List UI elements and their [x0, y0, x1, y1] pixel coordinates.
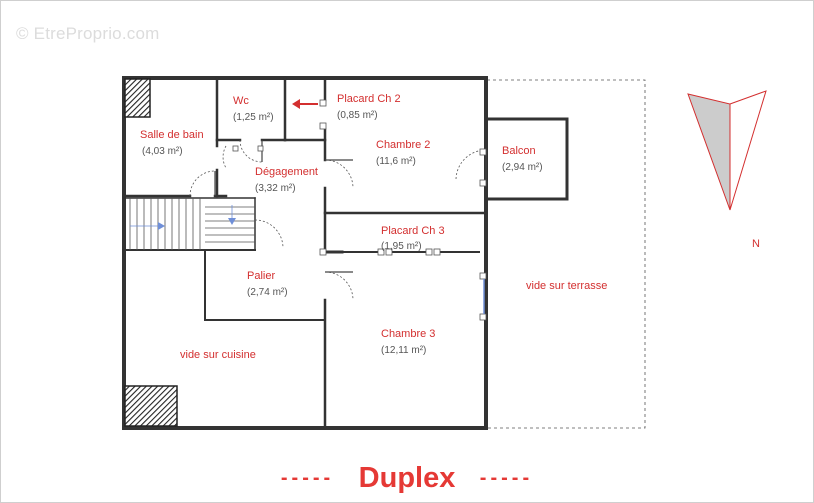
- room-name-placard-ch2: Placard Ch 2: [337, 93, 401, 105]
- title-text: Duplex: [358, 462, 456, 494]
- red-arrow: [292, 99, 318, 109]
- room-area-placard-ch3: (1,95 m²): [381, 241, 422, 252]
- room-name-palier: Palier: [247, 270, 275, 282]
- room-area-chambre-2: (11,6 m²): [376, 156, 416, 167]
- room-name-salle-de-bain: Salle de bain: [140, 129, 204, 141]
- column-bottom-left: [124, 385, 178, 427]
- room-area-degagement: (3,32 m²): [255, 183, 296, 194]
- staircase: [129, 198, 255, 250]
- watermark: © EtreProprio.com: [16, 24, 160, 43]
- room-area-palier: (2,74 m²): [247, 287, 288, 298]
- plan-title: ----- Duplex -----: [0, 462, 814, 495]
- void-label-terrasse: vide sur terrasse: [526, 280, 607, 292]
- north-label: N: [752, 238, 760, 250]
- room-name-chambre-3: Chambre 3: [381, 328, 435, 340]
- room-name-balcon: Balcon: [502, 145, 536, 157]
- walls: [122, 76, 569, 430]
- room-area-chambre-3: (12,11 m²): [381, 345, 426, 356]
- room-area-salle-de-bain: (4,03 m²): [142, 146, 183, 157]
- void-label-cuisine: vide sur cuisine: [180, 349, 256, 361]
- room-name-wc: Wc: [233, 95, 249, 107]
- column-top-left: [124, 78, 151, 118]
- title-dashes-right: -----: [479, 467, 534, 489]
- room-area-placard-ch2: (0,85 m²): [337, 110, 378, 121]
- room-name-chambre-2: Chambre 2: [376, 139, 430, 151]
- room-area-wc: (1,25 m²): [233, 112, 274, 123]
- title-dashes-left: -----: [280, 467, 335, 489]
- room-area-balcon: (2,94 m²): [502, 162, 543, 173]
- room-name-degagement: Dégagement: [255, 166, 318, 178]
- terrace-outline: [487, 79, 646, 429]
- balcony-wall: [484, 117, 569, 201]
- room-name-placard-ch3: Placard Ch 3: [381, 225, 445, 237]
- outer-wall: [122, 76, 488, 430]
- compass-icon: [687, 90, 767, 211]
- door-markers: [232, 99, 487, 321]
